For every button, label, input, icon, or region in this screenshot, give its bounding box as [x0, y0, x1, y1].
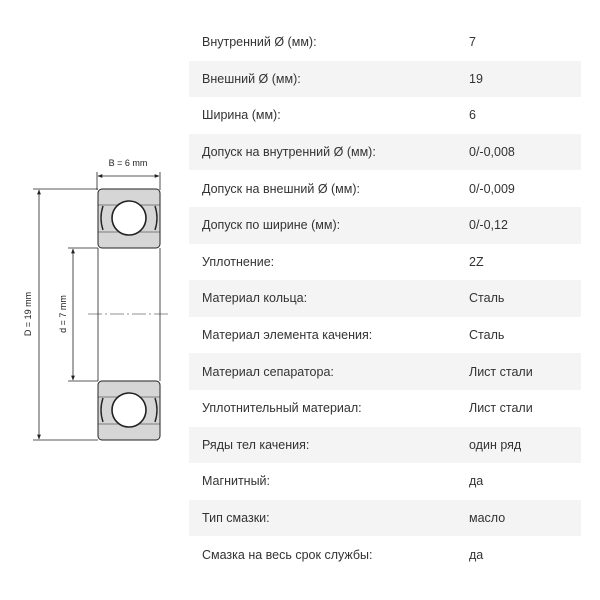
spec-label: Внутренний Ø (мм):	[202, 35, 317, 50]
spec-label: Допуск на внешний Ø (мм):	[202, 181, 361, 196]
spec-row: Внешний Ø (мм): 19	[189, 60, 581, 98]
spec-row: Допуск на внутренний Ø (мм): 0/-0,008	[189, 133, 581, 171]
spec-value: да	[469, 474, 484, 489]
spec-value: да	[469, 547, 484, 562]
spec-row: Материал сепаратора: Лист стали	[189, 353, 581, 390]
spec-value: 0/-0,009	[469, 181, 515, 196]
upper-ball	[111, 200, 147, 236]
spec-row: Допуск на внешний Ø (мм): 0/-0,009	[189, 170, 581, 207]
spec-value: Лист стали	[469, 364, 533, 379]
spec-row: Материал кольца: Сталь	[189, 280, 581, 317]
spec-row: Смазка на весь срок службы: да	[189, 536, 581, 573]
spec-label: Уплотнительный материал:	[202, 401, 362, 416]
spec-row: Магнитный: да	[189, 463, 581, 500]
inner-diameter-label: d = 7 mm	[58, 295, 68, 333]
spec-row: Внутренний Ø (мм): 7	[189, 24, 581, 61]
spec-value: 2Z	[469, 254, 484, 269]
spec-label: Допуск по ширине (мм):	[202, 218, 341, 233]
spec-value: 0/-0,12	[469, 218, 508, 233]
spec-label: Ширина (мм):	[202, 108, 281, 123]
spec-value: 19	[469, 71, 483, 86]
spec-row: Материал элемента качения: Сталь	[189, 317, 581, 354]
spec-label: Материал элемента качения:	[202, 328, 373, 343]
bearing-diagram: B = 6 mm D = 19 mm d = 7 mm	[23, 158, 170, 441]
spec-table: Внутренний Ø (мм): 7 Внешний Ø (мм): 19 …	[189, 24, 581, 573]
spec-label: Материал кольца:	[202, 291, 308, 306]
inner-diameter-dimension: d = 7 mm	[58, 247, 98, 382]
spec-value: 6	[469, 108, 476, 123]
lower-ring-section	[97, 380, 161, 441]
spec-value: Сталь	[469, 328, 505, 343]
spec-value: Сталь	[469, 291, 505, 306]
outer-diameter-dimension: D = 19 mm	[23, 188, 98, 441]
spec-value: 7	[469, 35, 476, 50]
spec-label: Смазка на весь срок службы:	[202, 547, 373, 562]
spec-label: Магнитный:	[202, 474, 271, 489]
spec-value: 0/-0,008	[469, 145, 515, 160]
spec-label: Допуск на внутренний Ø (мм):	[202, 145, 376, 160]
spec-label: Ряды тел качения:	[202, 437, 310, 452]
spec-row: Ряды тел качения: один ряд	[189, 426, 581, 464]
width-dimension: B = 6 mm	[96, 158, 161, 190]
spec-value: один ряд	[469, 437, 522, 452]
spec-label: Внешний Ø (мм):	[202, 71, 301, 86]
spec-row: Уплотнительный материал: Лист стали	[189, 390, 581, 427]
width-label: B = 6 mm	[109, 158, 148, 168]
spec-label: Уплотнение:	[202, 254, 275, 269]
spec-row: Ширина (мм): 6	[189, 97, 581, 134]
spec-row: Допуск по ширине (мм): 0/-0,12	[189, 206, 581, 244]
spec-row: Уплотнение: 2Z	[189, 244, 581, 281]
spec-label: Тип смазки:	[202, 511, 270, 526]
upper-ring-section	[97, 188, 161, 249]
outer-diameter-label: D = 19 mm	[23, 292, 33, 336]
spec-row: Тип смазки: масло	[189, 499, 581, 537]
spec-label: Материал сепаратора:	[202, 364, 334, 379]
spec-value: Лист стали	[469, 401, 533, 416]
lower-ball	[111, 392, 147, 428]
spec-value: масло	[469, 511, 506, 526]
